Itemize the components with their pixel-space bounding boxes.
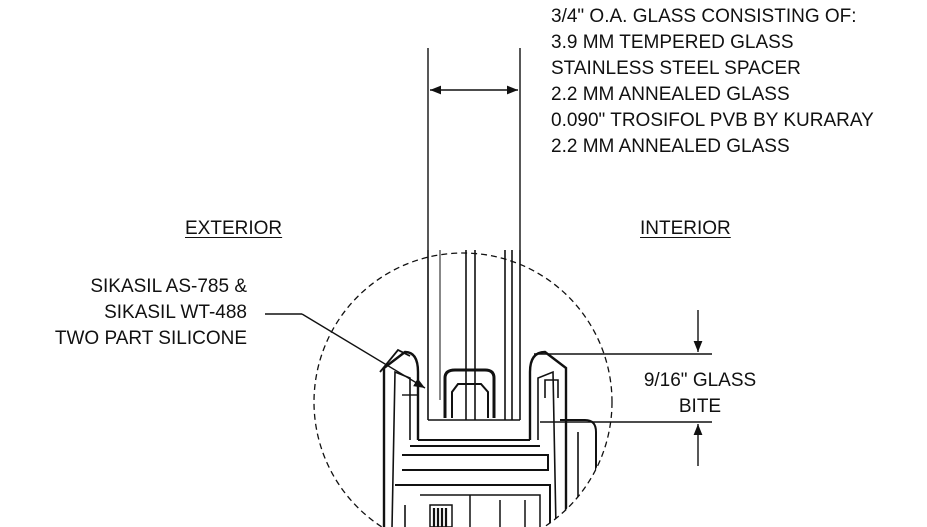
glass-thickness-dimension bbox=[427, 48, 521, 250]
glass-spec-line: 0.090" TROSIFOL PVB BY KURARAY bbox=[551, 110, 874, 131]
sealant-leader bbox=[265, 313, 426, 389]
glass-spec-line: 2.2 MM ANNEALED GLASS bbox=[551, 136, 790, 157]
glass-bite-note: 9/16" GLASS BITE bbox=[600, 368, 800, 420]
sealant-note: SIKASIL AS-785 & SIKASIL WT-488 TWO PART… bbox=[55, 274, 247, 352]
glass-spec-line: STAINLESS STEEL SPACER bbox=[551, 58, 801, 79]
exterior-label: EXTERIOR bbox=[185, 218, 283, 239]
sealant-line: SIKASIL WT-488 bbox=[104, 302, 247, 323]
glass-spec-line: 3.9 MM TEMPERED GLASS bbox=[551, 32, 794, 53]
interior-label: INTERIOR bbox=[640, 218, 731, 239]
glass-spec-notes: 3/4" O.A. GLASS CONSISTING OF: 3.9 MM TE… bbox=[551, 4, 874, 160]
glass-spec-line: 3/4" O.A. GLASS CONSISTING OF: bbox=[551, 6, 857, 27]
glass-spec-line: 2.2 MM ANNEALED GLASS bbox=[551, 84, 790, 105]
frame-profile bbox=[379, 348, 597, 527]
glass-lites bbox=[427, 250, 521, 421]
sealant-line: SIKASIL AS-785 & bbox=[90, 276, 247, 297]
glass-bite-line: 9/16" GLASS bbox=[643, 370, 757, 391]
sealant-line: TWO PART SILICONE bbox=[54, 328, 247, 349]
glass-bite-dimension bbox=[534, 310, 712, 466]
detail-circle bbox=[313, 252, 613, 527]
glass-bite-line: BITE bbox=[678, 396, 722, 417]
